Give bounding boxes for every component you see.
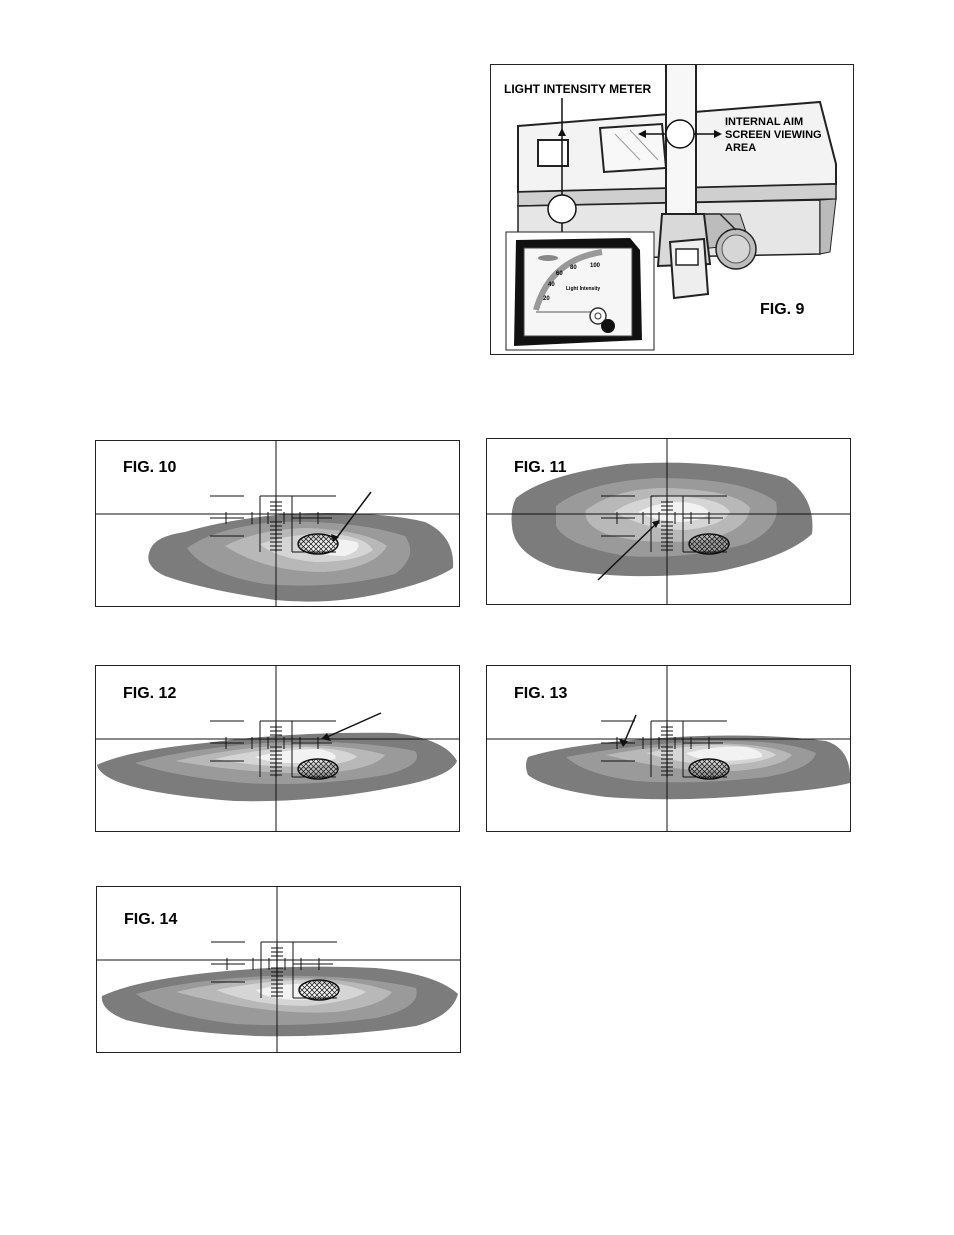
fig-12-caption: FIG. 12 — [123, 685, 176, 702]
aim-label-line-3: AREA — [725, 142, 756, 154]
meter-text: Light Intensity — [566, 286, 600, 292]
fig-12: FIG. 12 — [95, 665, 461, 833]
meter-scale-60: 60 — [556, 271, 563, 277]
fig-13: FIG. 13 — [486, 665, 852, 833]
fig-13-aim-screen: FIG. 13 — [486, 665, 852, 833]
fig-9-illustration: 20 40 60 80 100 Light Intensity LIGHT IN… — [490, 64, 855, 356]
fig-9: 20 40 60 80 100 Light Intensity LIGHT IN… — [490, 64, 855, 356]
fig-14-caption: FIG. 14 — [124, 911, 177, 928]
fig-13-caption: FIG. 13 — [514, 685, 567, 702]
light-intensity-meter-label: LIGHT INTENSITY METER — [504, 82, 651, 96]
meter-scale-40: 40 — [548, 282, 555, 288]
fig-10: FIG. 10 — [95, 440, 461, 608]
fig-9-caption: FIG. 9 — [760, 301, 805, 318]
fig-12-aim-screen: FIG. 12 — [95, 665, 461, 833]
fig-10-caption: FIG. 10 — [123, 459, 176, 476]
meter-scale-100: 100 — [590, 263, 601, 269]
fig-10-aim-screen: FIG. 10 — [95, 440, 461, 608]
fig-11-aim-screen: FIG. 11 — [486, 438, 852, 606]
aim-label-line-2: SCREEN VIEWING — [725, 129, 822, 141]
meter-scale-20: 20 — [543, 296, 550, 302]
aim-label-line-1: INTERNAL AIM — [725, 116, 803, 128]
meter-scale-80: 80 — [570, 265, 577, 271]
fig-14-aim-screen: FIG. 14 — [96, 886, 462, 1054]
fig-14: FIG. 14 — [96, 886, 462, 1054]
fig-11: FIG. 11 — [486, 438, 852, 606]
fig-11-caption: FIG. 11 — [514, 459, 567, 476]
